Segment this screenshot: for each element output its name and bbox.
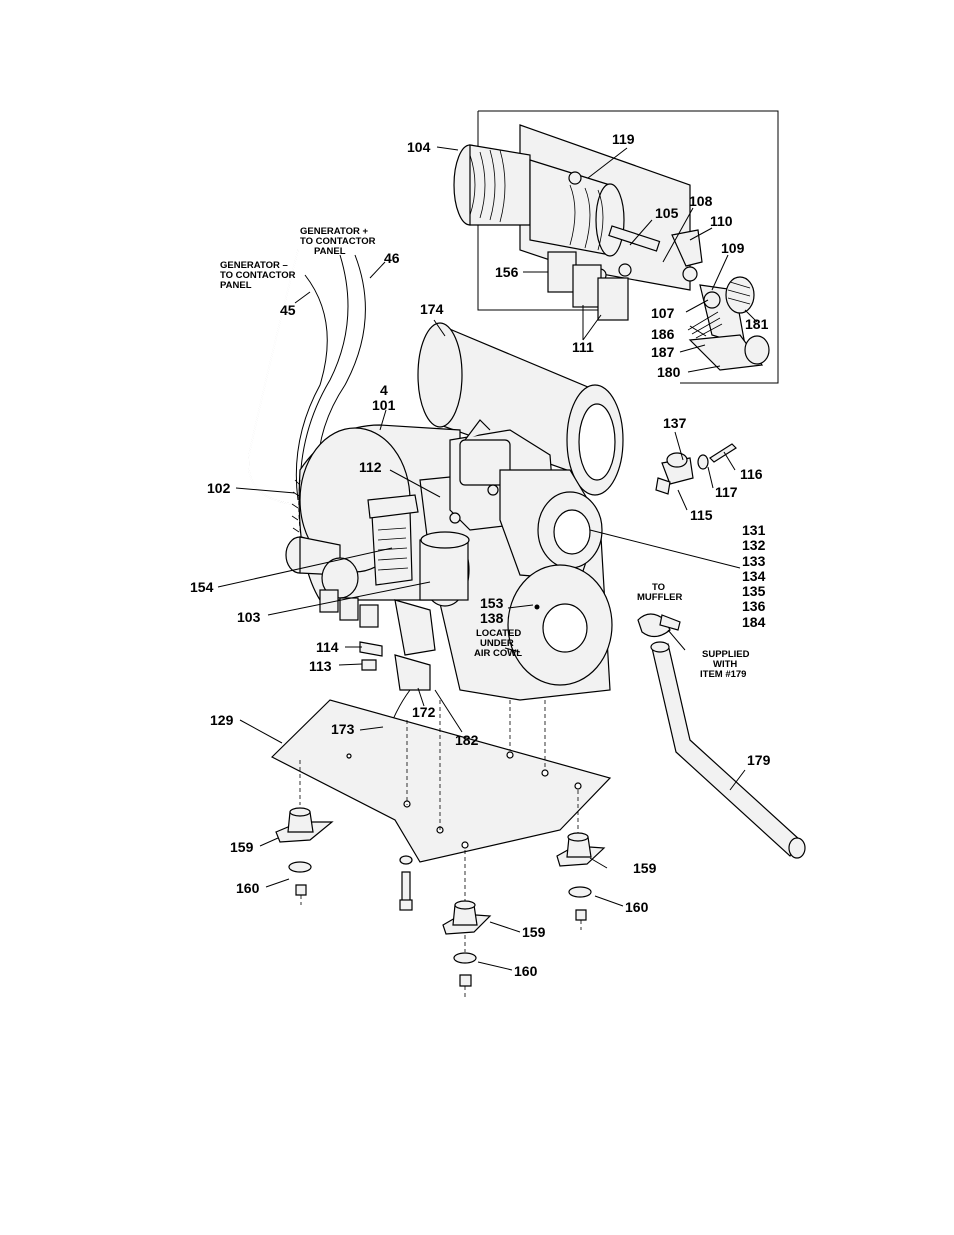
note-generator-minus: GENERATOR – TO CONTACTOR PANEL [220,260,296,291]
muffler-clamp [637,613,681,638]
callout-131: 131 [742,522,766,538]
linkage-arm [671,229,770,371]
svg-text:MUFFLER: MUFFLER [637,592,683,603]
callout-179: 179 [747,752,771,768]
callout-45: 45 [280,302,296,318]
note-to-muffler: TO MUFFLER [637,582,683,603]
callout-108: 108 [689,193,713,209]
svg-text:LOCATED: LOCATED [476,628,521,639]
callout-174: 174 [420,301,444,317]
callout-114: 114 [316,639,339,655]
shock-mount-left [275,807,334,905]
svg-text:PANEL: PANEL [314,246,346,257]
callout-137: 137 [663,415,687,431]
callout-172: 172 [412,704,436,720]
svg-text:AIR COWL: AIR COWL [474,648,522,659]
callout-102: 102 [207,480,231,496]
svg-text:GENERATOR +: GENERATOR + [300,226,368,237]
callout-160-left: 160 [236,880,260,896]
callout-134: 134 [742,568,766,584]
solenoid-assembly [453,124,691,291]
callout-138: 138 [480,610,504,626]
reference-dot [534,604,540,610]
callout-4: 4 [380,382,388,398]
relay-blocks [547,251,629,321]
callout-187: 187 [651,344,675,360]
mounting-studs [299,700,579,905]
callout-160-center: 160 [514,963,538,979]
callout-117: 117 [715,484,738,500]
note-located-under-air-cowl: LOCATED UNDER AIR COWL [474,628,522,659]
note-supplied-with: SUPPLIED WITH ITEM #179 [700,649,750,680]
callout-111: 111 [572,339,594,355]
callout-160-right: 160 [625,899,649,915]
callout-115: 115 [690,507,713,523]
leader-lines [217,146,758,971]
callout-105: 105 [655,205,679,221]
shock-mount-right [556,832,606,930]
callout-labels: 104 119 108 105 110 109 156 107 181 186 … [190,131,771,979]
callout-135: 135 [742,583,766,599]
callout-136: 136 [742,598,766,614]
engine-block [419,419,613,701]
exhaust-pipe [650,641,806,859]
callout-184: 184 [742,614,766,630]
svg-text:SUPPLIED: SUPPLIED [702,649,750,660]
callout-186: 186 [651,326,675,342]
callout-159-center: 159 [522,924,546,940]
svg-text:TO CONTACTOR: TO CONTACTOR [300,236,376,247]
svg-text:UNDER: UNDER [480,638,514,649]
fuel-filter [367,494,419,586]
center-bolt [399,855,413,911]
callout-156: 156 [495,264,519,280]
callout-129: 129 [210,712,234,728]
callout-116: 116 [740,466,763,482]
callout-173: 173 [331,721,355,737]
solenoid-mount [285,536,436,691]
callout-119: 119 [612,131,635,147]
callout-132: 132 [742,537,766,553]
callout-107: 107 [651,305,675,321]
callout-133: 133 [742,553,766,569]
callout-154: 154 [190,579,214,595]
svg-text:ITEM #179: ITEM #179 [700,669,746,680]
callout-153: 153 [480,595,504,611]
svg-text:TO: TO [652,582,665,593]
callout-104: 104 [407,139,431,155]
callout-159-right: 159 [633,860,657,876]
generator-cables [247,249,366,506]
elbow-fitting [655,443,737,495]
shock-mount-center [442,900,492,998]
svg-text:GENERATOR –: GENERATOR – [220,260,288,271]
callout-113: 113 [309,658,332,674]
callout-109: 109 [721,240,745,256]
callout-112: 112 [359,459,382,475]
fuel-pump [419,531,470,607]
callout-110: 110 [710,213,733,229]
callout-159-left: 159 [230,839,254,855]
callout-181: 181 [745,316,769,332]
svg-text:TO CONTACTOR: TO CONTACTOR [220,270,296,281]
svg-text:PANEL: PANEL [220,280,252,291]
svg-text:WITH: WITH [713,659,737,670]
base-plate [270,699,612,863]
callout-46: 46 [384,250,400,266]
callout-180: 180 [657,364,681,380]
note-generator-plus: GENERATOR + TO CONTACTOR PANEL [300,226,376,257]
callout-103: 103 [237,609,261,625]
air-cleaner [417,322,624,496]
callout-101: 101 [372,397,396,413]
callout-182: 182 [455,732,479,748]
